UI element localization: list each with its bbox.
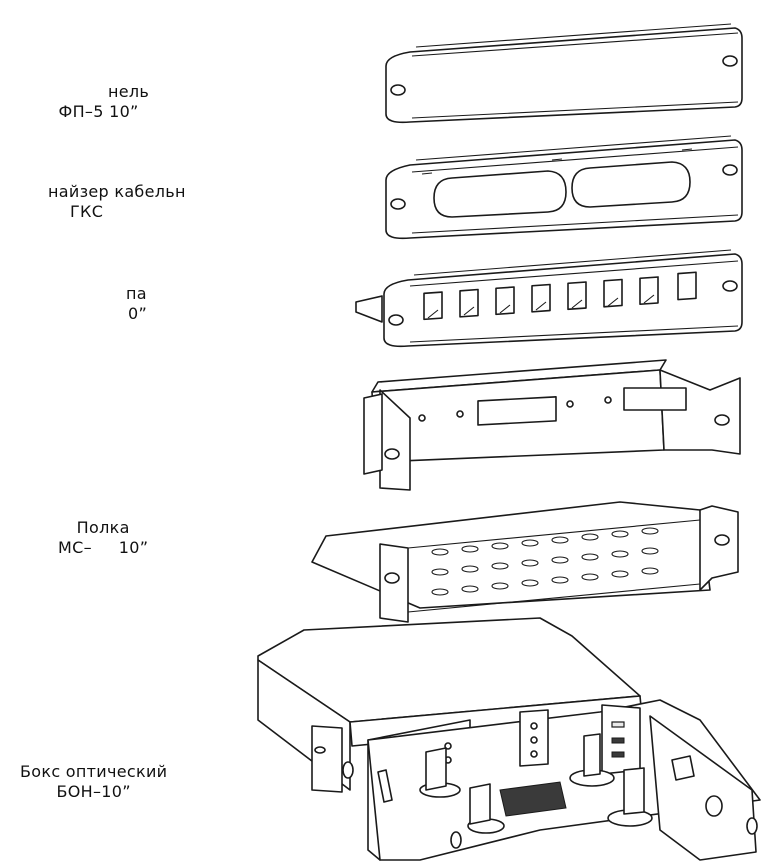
label-gko-organizer: нaйзер кабельн ГКС [48, 182, 186, 222]
label-bon-line2: БОН–10” [56, 782, 131, 801]
label-bon-line1: Бокс оптический [20, 762, 168, 781]
label-ms-shelf: Полка МС– 10” [58, 518, 148, 558]
optical-box-drawing [257, 617, 761, 861]
port-row [423, 271, 697, 321]
bracket-drawing [363, 359, 741, 491]
label-patch-line2: 0” [128, 304, 148, 323]
label-fp5-panel: нель ФП–5 10” [48, 82, 149, 122]
label-fp5-line1: нель [108, 82, 150, 101]
label-patch-line1: па [126, 284, 147, 303]
label-bon-box: Бокс оптический БОН–10” [20, 762, 167, 802]
label-ms-line2: МС– 10” [58, 538, 149, 557]
label-gko-line1: нaйзер кабельн [48, 182, 186, 201]
label-patch-panel: па 0” [126, 284, 147, 324]
cable-organizer-drawing [385, 135, 743, 240]
blank-panel-drawing [385, 23, 743, 124]
label-fp5-line2: ФП–5 10” [58, 102, 139, 121]
vent-slots [431, 527, 659, 596]
shelf-drawing [311, 501, 739, 623]
label-ms-line1: Полка [76, 518, 130, 537]
patch-panel-drawing [355, 249, 743, 348]
label-gko-line2: ГКС [70, 202, 104, 221]
